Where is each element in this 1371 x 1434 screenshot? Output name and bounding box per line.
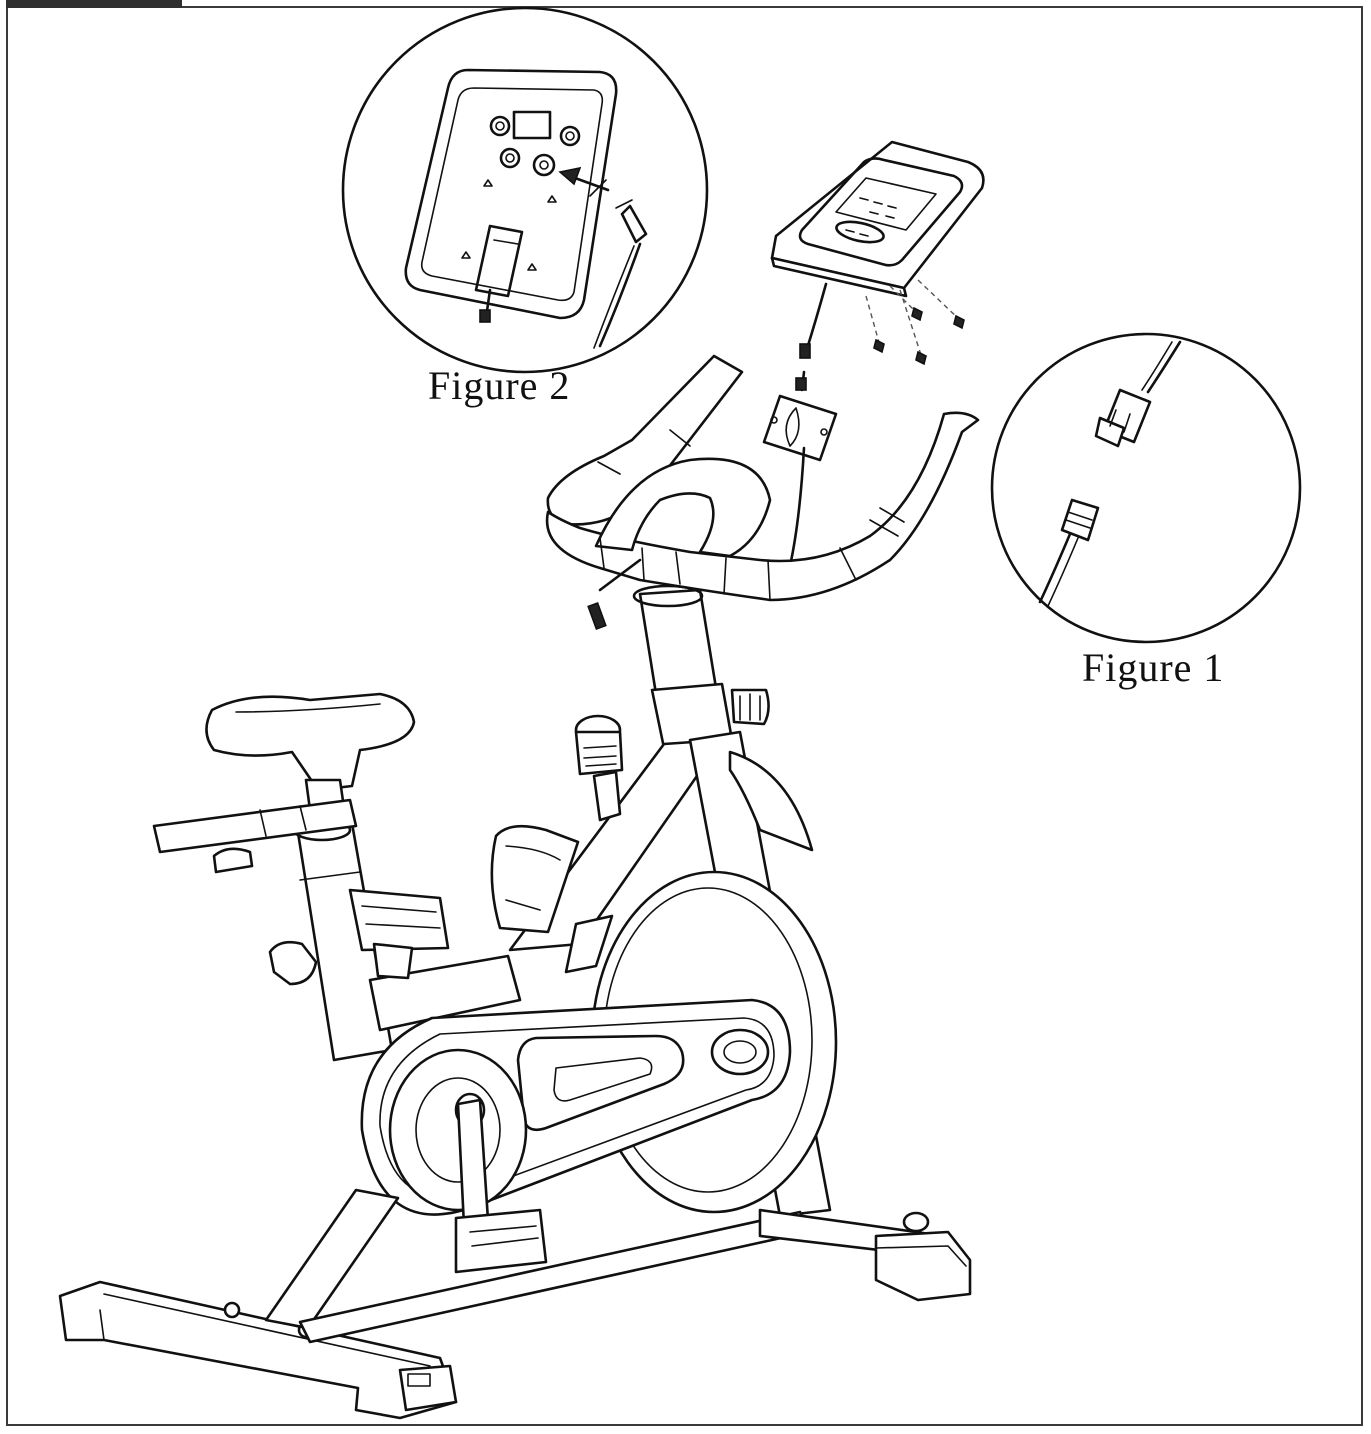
cable-connector-detail: [1038, 340, 1182, 607]
console-bracket: [762, 394, 838, 568]
console-unit: [770, 140, 985, 392]
resistance-knob: [574, 714, 624, 822]
bottle-holder: [490, 824, 580, 934]
corner-tab: [6, 0, 182, 8]
arrow-icon: [558, 166, 610, 197]
saddle: [152, 692, 416, 874]
figure-1-label: Figure 1: [1082, 645, 1225, 690]
handlebar: [545, 354, 980, 631]
figure-2-label: Figure 2: [428, 363, 571, 408]
cable-plug-icon: [593, 199, 648, 349]
console-back-panel: [404, 68, 618, 323]
figure-1-detail-circle: [990, 332, 1302, 644]
figure-2-detail-circle: [341, 6, 709, 374]
main-base-beams: [264, 1188, 932, 1344]
front-stabilizer: [874, 1211, 972, 1302]
pedals: [348, 888, 548, 1274]
